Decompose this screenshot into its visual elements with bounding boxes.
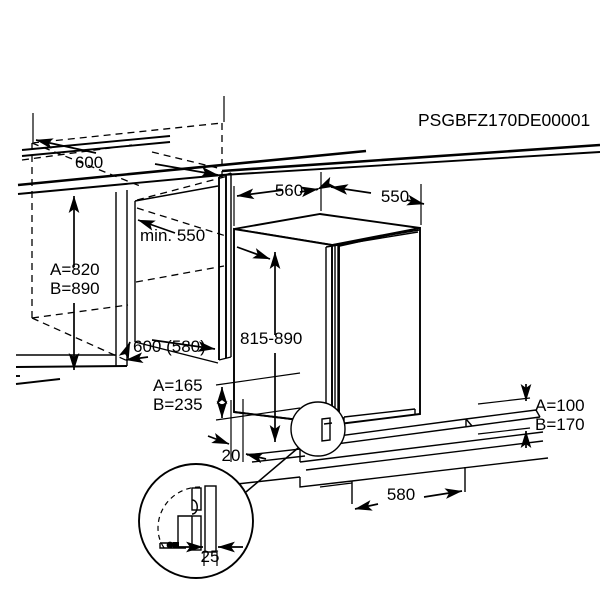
dim-recess-ext-bottom xyxy=(215,407,301,421)
dim-20-arrow-left xyxy=(207,432,230,445)
label-niche-height-b: B=890 xyxy=(50,279,100,298)
niche-rear-bottom-hidden xyxy=(31,304,129,319)
niche-interior-hidden-diag1 xyxy=(136,207,227,237)
niche-rear-diag-hidden-a xyxy=(21,144,133,161)
detail-door-panel xyxy=(204,485,217,553)
detail-fixing-block xyxy=(173,542,179,548)
label-niche-height-a: A=820 xyxy=(50,260,100,279)
dim-600580-arrow-right xyxy=(151,339,216,352)
plinth-floor-left-stub xyxy=(236,476,301,485)
dim-niche-width-top xyxy=(32,96,225,178)
appliance-door-kick-top xyxy=(343,408,416,418)
detail-fixing-screw xyxy=(166,541,174,549)
dim-niche-width-bottom xyxy=(118,339,216,364)
plinth-floor-line-a xyxy=(305,440,544,471)
detail-hinge-plate-upper xyxy=(191,487,202,511)
niche-floor-diag-hidden xyxy=(31,317,131,363)
worktop-rear-bottom-edge xyxy=(21,141,171,157)
dim-560-arrow-left xyxy=(236,188,284,200)
dim-plinth-height xyxy=(477,384,532,448)
dim-appliance-depth xyxy=(233,172,336,226)
dim-580-ext-tail xyxy=(319,482,353,488)
plinth-floor-step xyxy=(299,477,353,488)
plinth-upper-shelf-front xyxy=(471,416,541,427)
dim-recess-ext-top xyxy=(215,372,301,386)
label-plinth-recess-b: B=235 xyxy=(153,395,203,414)
niche-top-diag-hidden xyxy=(31,142,141,187)
dim-550-arrow-right xyxy=(406,194,425,206)
label-plinth-recess-a: A=165 xyxy=(153,376,203,395)
dim-min550-arrow-downright xyxy=(236,246,271,260)
drawing-title-code: PSGBFZ170DE00001 xyxy=(418,110,590,130)
label-detail-gap: 25 xyxy=(201,547,220,566)
worktop-front-top-edge-right xyxy=(221,143,600,173)
dim-plinth-width xyxy=(319,482,463,511)
plinth-front-face-top xyxy=(299,431,544,463)
appliance-left-face xyxy=(233,227,333,426)
appliance-body xyxy=(233,213,421,426)
appliance-door-top-bevel-2 xyxy=(331,229,420,246)
niche-post-top-cap xyxy=(218,172,232,178)
niche-floor-left-front xyxy=(15,365,128,368)
label-plinth-offset: 20 xyxy=(222,446,241,465)
niche-rear-top-hidden xyxy=(31,122,223,144)
label-plinth-height-b: B=170 xyxy=(535,415,585,434)
niche-interior-floor-front xyxy=(134,341,219,364)
niche-interior-hidden-top xyxy=(136,175,229,201)
dim-niche-depth xyxy=(137,219,271,260)
dim-min550-arrow-upleft xyxy=(137,219,176,234)
dim-560-arrow-right2 xyxy=(299,186,319,198)
dim-plinthheight-ext-top xyxy=(477,397,531,405)
detail-callout-hinge-arm xyxy=(323,422,333,425)
dim-appliance-width xyxy=(330,184,425,225)
dim-plinth-offset xyxy=(207,399,267,464)
label-appliance-width: 550 xyxy=(381,187,409,206)
detail-hinge-pin xyxy=(191,499,198,515)
label-niche-width-top: 600 xyxy=(75,153,103,172)
dim-580-arrow-left xyxy=(354,500,379,511)
plinth-upper-shelf-cap xyxy=(535,409,541,418)
dim-plinth-recess xyxy=(215,372,301,421)
worktop-front-top-edge-left xyxy=(17,149,367,187)
label-niche-width-bottom: 600 (580) xyxy=(133,337,206,356)
niche-right-post xyxy=(218,172,232,361)
detail-callout-hinge-body xyxy=(321,417,331,442)
detail-callout-marker xyxy=(245,401,346,493)
dim-600-arrow-left xyxy=(35,138,97,154)
dim-580-arrow-right xyxy=(423,488,463,499)
plinth-right-cap xyxy=(465,418,473,427)
label-appliance-height-range: 815-890 xyxy=(240,329,302,348)
appliance-door-top-bevel-1 xyxy=(325,231,419,248)
plinth-floor-line-b xyxy=(351,457,549,482)
dim-600580-tick xyxy=(118,341,131,360)
label-plinth-width: 580 xyxy=(387,485,415,504)
niche-post-bottom-cap xyxy=(218,356,232,361)
label-niche-depth-min: min. 550 xyxy=(140,226,205,245)
detail-door-swing-arc xyxy=(157,486,201,550)
enlarged-detail-view xyxy=(138,463,254,579)
niche-base-line-left xyxy=(15,378,61,385)
dim-600-arrow-right xyxy=(154,163,219,178)
detail-callout-circle xyxy=(290,401,346,457)
detail-hinge-plate-lower xyxy=(191,515,202,551)
plinth-upper-shelf-rear xyxy=(465,409,537,420)
detail-callout-leader xyxy=(245,447,299,493)
label-plinth-height-a: A=100 xyxy=(535,396,585,415)
label-appliance-depth: 560 xyxy=(275,181,303,200)
dim-20-arrow-right xyxy=(245,452,267,464)
niche-carcass xyxy=(15,122,229,385)
niche-interior-ceiling-edge xyxy=(134,185,219,202)
dim-600580-arrow-left xyxy=(125,352,149,364)
niche-top-hidden-cross xyxy=(151,151,223,170)
niche-interior-hidden-diag2 xyxy=(135,265,225,283)
dim-plinthheight-ext-bottom xyxy=(477,427,531,435)
dim-550-arrow-left xyxy=(330,184,372,195)
appliance-door-face xyxy=(338,226,421,426)
